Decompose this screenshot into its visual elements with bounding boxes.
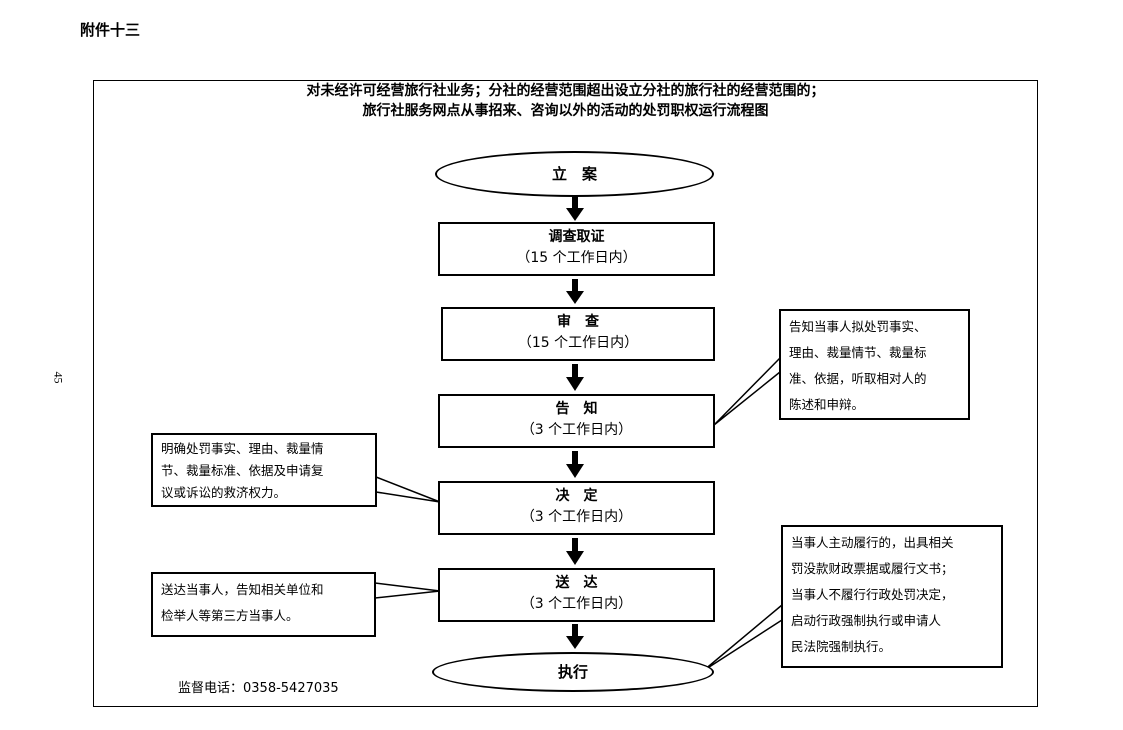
step-investigate-time: （15 个工作日内）	[516, 250, 637, 266]
arrow-4	[566, 451, 584, 478]
step-deliver-time: （3 个工作日内）	[520, 596, 633, 612]
step-review: 审 查 （15 个工作日内）	[441, 307, 715, 361]
down-arrows	[566, 196, 584, 649]
step-investigate-name: 调查取证	[548, 229, 605, 245]
flowchart-title: 对未经许可经营旅行社业务；分社的经营范围超出设立分社的旅行社的经营范围的； 旅行…	[93, 81, 1038, 121]
note-inform-line: 告知当事人拟处罚事实、	[789, 319, 927, 334]
note-inform-line: 陈述和申辩。	[789, 397, 865, 412]
step-decide-name: 决 定	[555, 488, 598, 504]
supervision-phone: 监督电话：0358-5427035	[178, 681, 339, 696]
note-inform: 告知当事人拟处罚事实、 理由、裁量情节、裁量标 准、依据，听取相对人的 陈述和申…	[779, 309, 970, 420]
step-deliver-name: 送 达	[555, 575, 598, 591]
arrow-3	[566, 364, 584, 391]
note-decide-line: 议或诉讼的救济权力。	[161, 485, 287, 500]
callout-inform-pointer	[713, 357, 781, 426]
note-inform-line: 准、依据，听取相对人的	[789, 371, 927, 386]
note-execute-line: 罚没款财政票据或履行文书；	[791, 561, 954, 576]
callout-deliver-pointer	[374, 582, 441, 599]
note-execute-line: 启动行政强制执行或申请人	[791, 613, 942, 628]
step-inform-name: 告 知	[555, 401, 598, 417]
note-decide-line: 明确处罚事实、理由、裁量情	[161, 441, 324, 456]
arrow-1	[566, 196, 584, 221]
step-review-name: 审 查	[557, 314, 599, 330]
note-execute-line: 民法院强制执行。	[791, 639, 892, 654]
arrow-6	[566, 624, 584, 649]
arrow-5	[566, 538, 584, 565]
note-decide: 明确处罚事实、理由、裁量情 节、裁量标准、依据及申请复 议或诉讼的救济权力。	[151, 433, 377, 507]
attachment-label: 附件十三	[80, 21, 141, 39]
step-investigate: 调查取证 （15 个工作日内）	[438, 222, 715, 276]
end-label: 执行	[557, 663, 588, 681]
start-label: 立 案	[551, 165, 597, 183]
step-inform-time: （3 个工作日内）	[520, 422, 633, 438]
note-deliver-line: 检举人等第三方当事人。	[161, 608, 299, 623]
arrow-2	[566, 279, 584, 304]
note-execute: 当事人主动履行的，出具相关 罚没款财政票据或履行文书； 当事人不履行行政处罚决定…	[781, 525, 1003, 668]
note-deliver-line: 送达当事人，告知相关单位和	[161, 582, 324, 597]
step-decide-time: （3 个工作日内）	[520, 509, 633, 525]
callout-decide-pointer	[375, 476, 441, 503]
step-deliver: 送 达 （3 个工作日内）	[438, 568, 715, 622]
step-inform: 告 知 （3 个工作日内）	[438, 394, 715, 448]
flowchart-frame	[93, 80, 1038, 707]
note-deliver: 送达当事人，告知相关单位和 检举人等第三方当事人。	[151, 572, 376, 637]
title-line-1: 对未经许可经营旅行社业务；分社的经营范围超出设立分社的旅行社的经营范围的；	[306, 83, 825, 99]
step-decide: 决 定 （3 个工作日内）	[438, 481, 715, 535]
note-inform-line: 理由、裁量情节、裁量标	[789, 345, 927, 360]
end-node: 执行	[432, 652, 714, 692]
title-line-2: 旅行社服务网点从事招来、咨询以外的活动的处罚职权运行流程图	[362, 103, 769, 119]
note-decide-line: 节、裁量标准、依据及申请复	[161, 463, 324, 478]
note-execute-line: 当事人不履行行政处罚决定，	[791, 587, 954, 602]
step-review-time: （15 个工作日内）	[517, 335, 639, 351]
start-node: 立 案	[435, 151, 714, 197]
note-execute-line: 当事人主动履行的，出具相关	[791, 535, 954, 550]
